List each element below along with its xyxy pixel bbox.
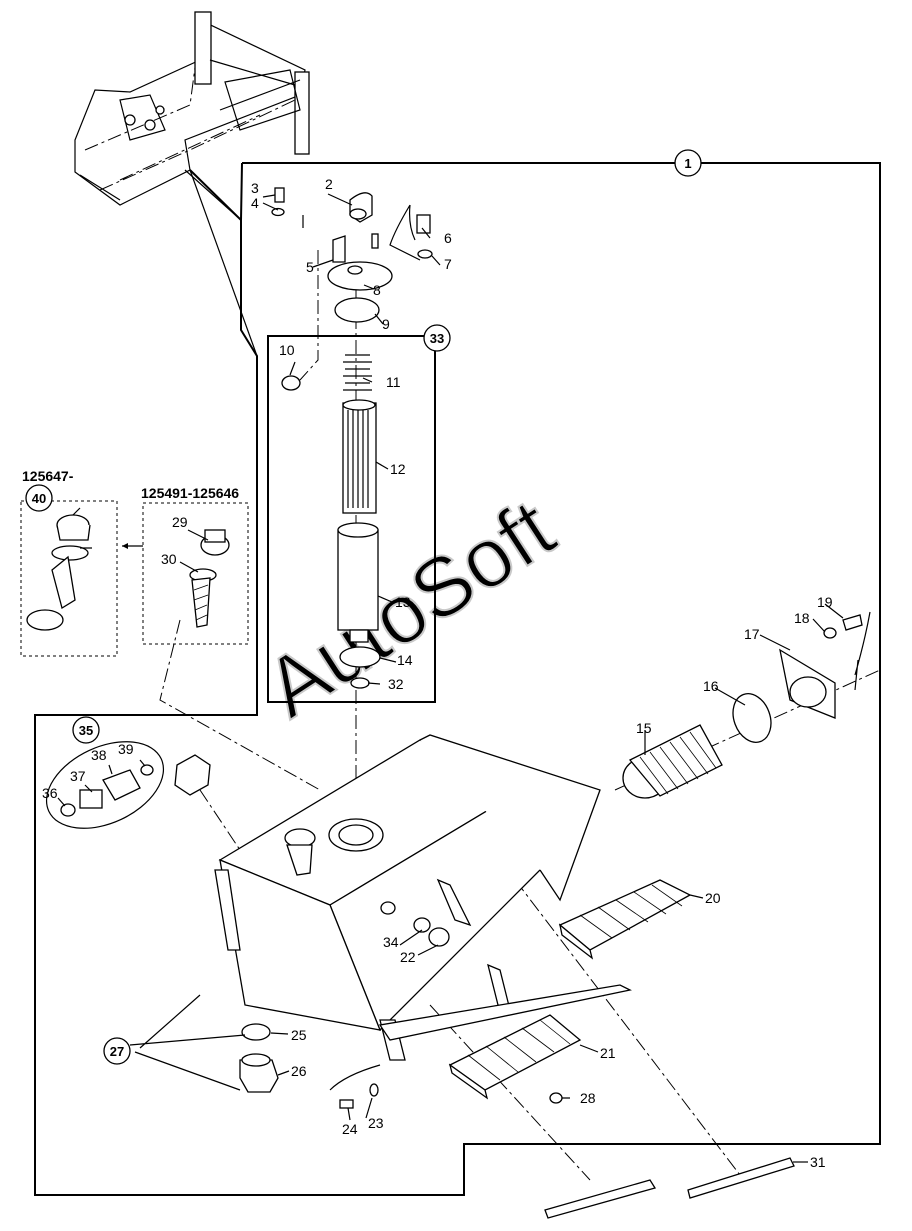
callout-27-circle <box>103 1037 131 1065</box>
step-upper <box>558 879 692 960</box>
group-33-parts <box>281 354 381 689</box>
serial-old-box <box>142 502 249 645</box>
callout-29: 29 <box>172 514 188 530</box>
group-40-box <box>20 500 118 657</box>
callout-37: 37 <box>70 768 86 784</box>
group-40-parts <box>26 514 91 631</box>
callout-20: 20 <box>705 890 721 906</box>
callout-9: 9 <box>382 316 390 332</box>
group-35-detail <box>45 741 165 829</box>
callout-36: 36 <box>42 785 58 801</box>
group-33-box <box>267 335 436 703</box>
callout-10: 10 <box>279 342 295 358</box>
step-lower <box>448 1014 582 1100</box>
leader-lines <box>57 193 844 1163</box>
serial-range-new: 125647- <box>22 468 74 484</box>
callout-8: 8 <box>373 282 381 298</box>
callout-23: 23 <box>368 1115 384 1131</box>
machine-frame-illustration <box>74 11 310 206</box>
group-1-border <box>34 162 881 1196</box>
callout-35: 35 <box>79 723 93 738</box>
group-35-parts <box>60 754 211 817</box>
callout-39: 39 <box>118 741 134 757</box>
callout-22: 22 <box>400 949 416 965</box>
callout-2: 2 <box>325 176 333 192</box>
callout-32: 32 <box>388 676 404 692</box>
callout-3: 3 <box>251 180 259 196</box>
callout-25: 25 <box>291 1027 307 1043</box>
serial-range-old: 125491-125646 <box>141 485 239 501</box>
callout-6: 6 <box>444 230 452 246</box>
callout-17: 17 <box>744 626 760 642</box>
callout-27: 27 <box>110 1044 124 1059</box>
callout-15: 15 <box>636 720 652 736</box>
filter-head-parts <box>271 187 433 323</box>
callout-33: 33 <box>430 331 444 346</box>
callout-24: 24 <box>342 1121 358 1137</box>
callout-28: 28 <box>580 1090 596 1106</box>
callout-5: 5 <box>306 259 314 275</box>
callout-31: 31 <box>810 1154 826 1170</box>
bottom-parts <box>239 1023 795 1219</box>
callout-26: 26 <box>291 1063 307 1079</box>
callout-12: 12 <box>390 461 406 477</box>
callout-30: 30 <box>161 551 177 567</box>
callout-1-circle <box>674 149 702 177</box>
serial-old-parts <box>189 529 230 628</box>
callout-16: 16 <box>703 678 719 694</box>
callout-40: 40 <box>32 491 46 506</box>
callouts: 1 2 3 4 5 6 7 8 9 10 11 12 13 14 15 16 1… <box>25 149 833 1170</box>
callout-35-circle <box>72 716 100 744</box>
callout-13: 13 <box>395 594 411 610</box>
callout-19: 19 <box>817 594 833 610</box>
callout-1: 1 <box>684 156 691 171</box>
callout-34: 34 <box>383 934 399 950</box>
callout-7: 7 <box>444 256 452 272</box>
breather-parts <box>622 611 871 799</box>
callout-21: 21 <box>600 1045 616 1061</box>
fuel-tank <box>214 734 632 1061</box>
callout-4: 4 <box>251 195 259 211</box>
callout-33-circle <box>423 324 451 352</box>
callout-11: 11 <box>386 374 401 390</box>
callout-40-circle <box>25 484 53 512</box>
callout-38: 38 <box>91 747 107 763</box>
callout-14: 14 <box>397 652 413 668</box>
callout-18: 18 <box>794 610 810 626</box>
